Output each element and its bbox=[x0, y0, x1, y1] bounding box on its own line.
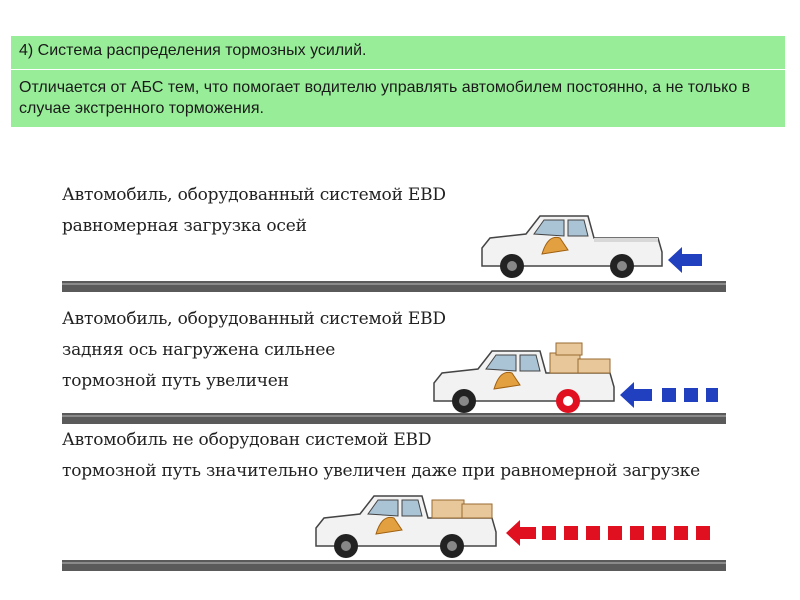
pickup-truck-loaded-icon bbox=[315, 495, 497, 558]
pickup-truck-loaded-icon bbox=[433, 342, 615, 413]
scene-1-caption-line-1: Автомобиль, оборудованный системой EBD bbox=[62, 185, 446, 205]
road-2 bbox=[62, 413, 726, 424]
arrow-left-icon bbox=[620, 382, 652, 408]
scene-2-caption-line-3: тормозной путь увеличен bbox=[62, 371, 289, 391]
braking-arrow-3 bbox=[506, 520, 710, 546]
slide-title: 4) Система распределения тормозных усили… bbox=[11, 36, 785, 69]
braking-arrow-2 bbox=[620, 382, 718, 408]
scene-2-caption-line-1: Автомобиль, оборудованный системой EBD bbox=[62, 309, 446, 329]
slide-description: Отличается от АБС тем, что помогает води… bbox=[11, 70, 785, 127]
braking-arrow-1 bbox=[668, 247, 702, 273]
scene-3-caption-line-1: Автомобиль не оборудован системой EBD bbox=[62, 430, 432, 450]
pickup-truck-1 bbox=[481, 215, 663, 278]
road-1 bbox=[62, 281, 726, 292]
pickup-truck-icon bbox=[481, 215, 663, 278]
pickup-truck-2 bbox=[433, 342, 615, 413]
slide-title-text: 4) Система распределения тормозных усили… bbox=[19, 42, 367, 59]
scene-3-caption-line-2: тормозной путь значительно увеличен даже… bbox=[62, 461, 700, 481]
pickup-truck-3 bbox=[315, 495, 497, 558]
scene-2-caption-line-2: задняя ось нагружена сильнее bbox=[62, 340, 336, 360]
scene-1-caption-line-2: равномерная загрузка осей bbox=[62, 216, 307, 236]
arrow-left-icon bbox=[668, 247, 702, 273]
slide-description-text: Отличается от АБС тем, что помогает води… bbox=[19, 79, 751, 117]
arrow-left-icon bbox=[506, 520, 536, 546]
road-3 bbox=[62, 560, 726, 571]
